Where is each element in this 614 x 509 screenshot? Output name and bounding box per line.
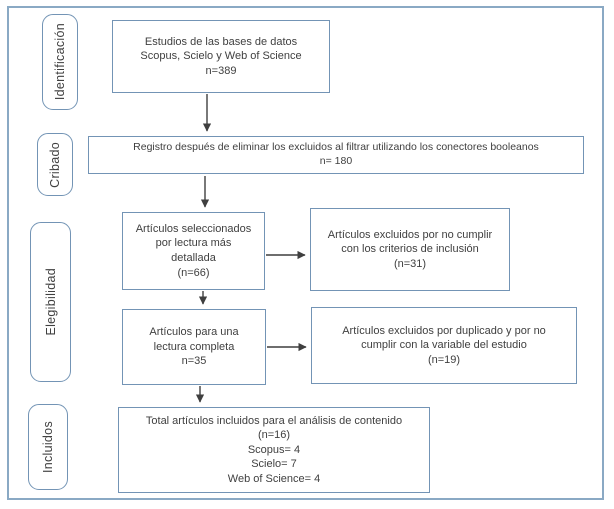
stage-label-cribado: Cribado <box>37 133 73 196</box>
box-databases: Estudios de las bases de datos Scopus, S… <box>112 20 330 93</box>
stage-label-identificacion-text: Identificación <box>53 23 67 101</box>
box-full-reading: Artículos para una lectura completa n=35 <box>122 309 266 385</box>
stage-label-incluidos: Incluidos <box>28 404 68 490</box>
stage-label-cribado-text: Cribado <box>48 141 62 188</box>
stage-label-identificacion: Identificación <box>42 14 78 110</box>
box-filtered-records: Registro después de eliminar los excluid… <box>88 136 584 174</box>
box-selected-articles: Artículos seleccionados por lectura más … <box>122 212 265 290</box>
diagram-outer-frame <box>7 6 604 500</box>
stage-label-incluidos-text: Incluidos <box>41 420 55 474</box>
box-excluded-criteria: Artículos excluidos por no cumplir con l… <box>310 208 510 291</box>
stage-label-elegibilidad-text: Elegibilidad <box>43 268 58 336</box>
box-excluded-duplicates: Artículos excluidos por duplicado y por … <box>311 307 577 384</box>
stage-label-elegibilidad: Elegibilidad <box>30 222 71 382</box>
box-total-included: Total artículos incluidos para el anális… <box>118 407 430 493</box>
